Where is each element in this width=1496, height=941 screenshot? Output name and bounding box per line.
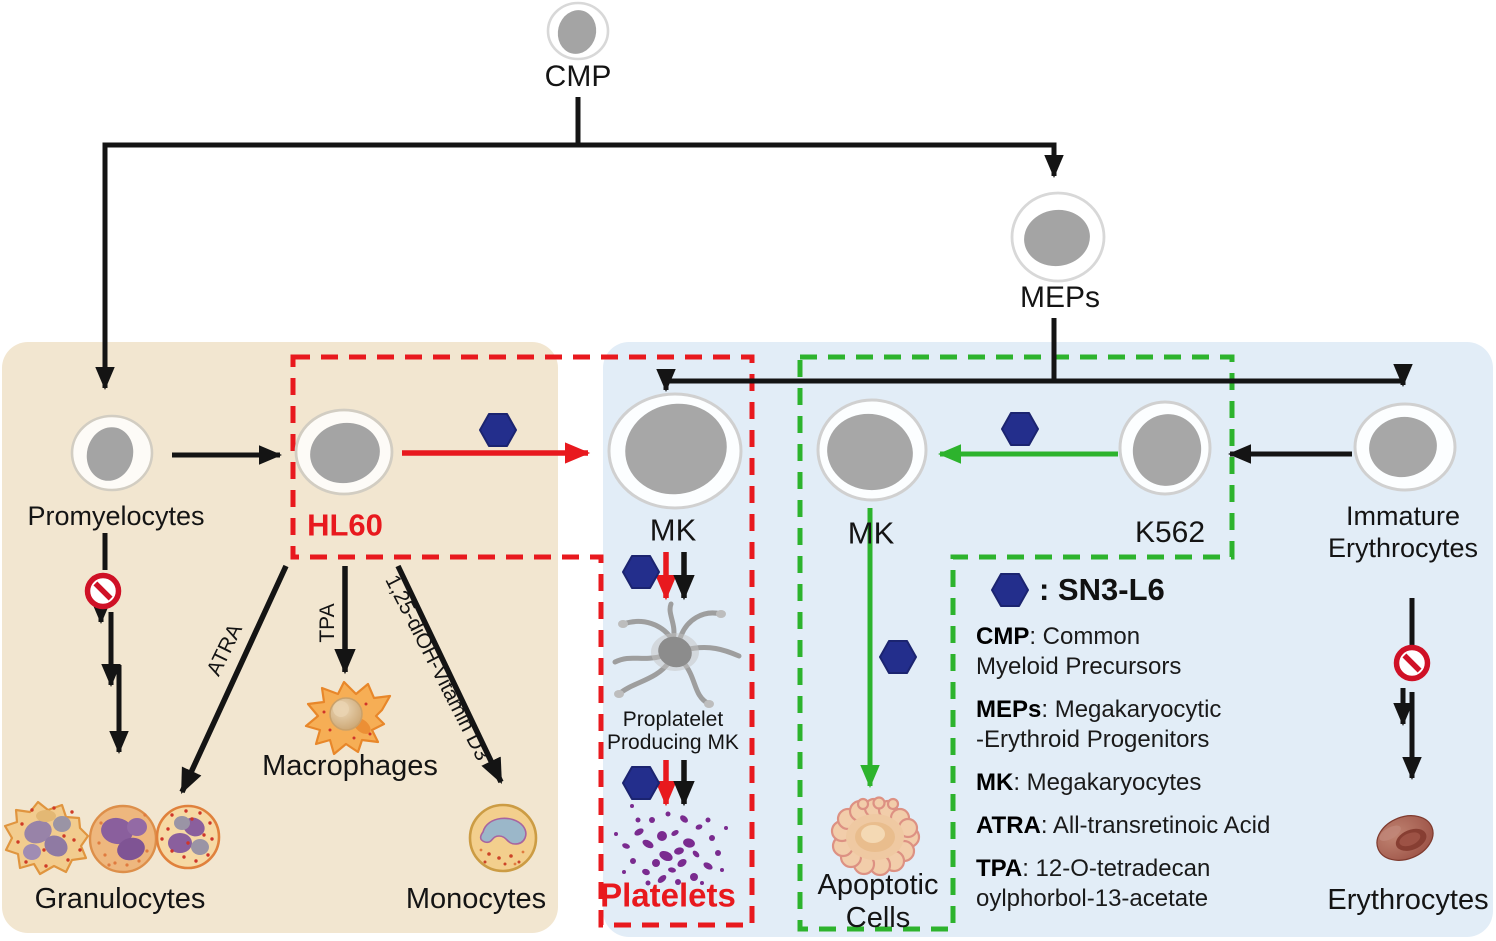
mk-cell-right (816, 398, 928, 502)
blocked-icon (84, 572, 122, 610)
meps-cell (1010, 191, 1106, 283)
macrophages-label: Macrophages (262, 749, 438, 782)
erythrocyte-maturation-cascade (1393, 598, 1422, 781)
erythrocyte-illustration (1376, 815, 1434, 861)
apoptotic-cell-illustration (830, 796, 921, 877)
proplatelet-mk-illustration (612, 601, 742, 708)
k562-label: K562 (1134, 516, 1206, 550)
monocytes-label: Monocytes (405, 882, 547, 915)
legend-sn3-l6-label: : SN3-L6 (1039, 572, 1165, 607)
granulocytes-illustration (3, 800, 221, 876)
legend-sn3-l6-row: : SN3-L6 (990, 572, 1306, 608)
legend-entry-atra: ATRA: All-transretinoic Acid (976, 812, 1271, 839)
k562-cell (1118, 400, 1212, 496)
cmp-label: CMP (544, 60, 612, 94)
promyelocyte-granulocyte-cascade (91, 533, 129, 755)
immature-erythrocytes-label: Immature Erythrocytes (1327, 501, 1479, 563)
apoptotic-cells-label: Apoptotic Cells (817, 869, 939, 934)
arrow-atra-to-granulocytes (179, 564, 289, 794)
mk-left-label: MK (649, 512, 697, 548)
macrophage-illustration (304, 680, 392, 756)
k562-mk-apoptosis-dashed-box (797, 354, 1235, 932)
tpa-treatment-label: TPA (316, 603, 340, 643)
sn3-l6-hexagon-icon (479, 412, 1039, 800)
promyelocytes-label: Promyelocytes (27, 500, 205, 531)
hl60-differentiation-arrows (179, 564, 504, 794)
platelets-label: Platelets (600, 876, 736, 914)
monocyte-illustration (468, 803, 538, 873)
mk-right-label: MK (847, 515, 895, 551)
immature-erythrocytes-cell (1353, 402, 1457, 492)
platelets-illustration (614, 804, 728, 886)
cmp-cell (546, 1, 610, 61)
arrow-vitd3-to-monocytes (395, 564, 504, 784)
granulocytes-label: Granulocytes (34, 882, 206, 915)
hl60-platelet-pathway-dashed-box (290, 354, 755, 928)
legend-entry-cmp: CMP: Common Myeloid Precursors (976, 623, 1182, 680)
hl60-cell (294, 408, 394, 496)
meps-label: MEPs (1019, 281, 1101, 315)
hl60-label: HL60 (307, 507, 383, 543)
arrows-proplatelet-to-platelets (655, 760, 695, 807)
legend: : SN3-L6 CMP: Common Myeloid Precursors … (976, 572, 1306, 927)
legend-entry-meps: MEPs: Megakaryocytic -Erythroid Progenit… (976, 696, 1222, 753)
mk-cell-left (607, 392, 743, 510)
legend-entry-tpa: TPA: 12-O-tetradecan oylphorbol-13-aceta… (976, 855, 1211, 912)
legend-entry-mk: MK: Megakaryocytes (976, 769, 1202, 796)
blocked-icon (1393, 644, 1431, 682)
sn3-l6-hexagon-icon (991, 573, 1029, 607)
erythrocytes-label: Erythrocytes (1327, 883, 1489, 916)
arrows-mk-to-proplatelet (655, 552, 695, 601)
promyelocytes-cell (70, 414, 154, 492)
lineage-tree-lines (95, 97, 1413, 465)
proplatelet-mk-label: Proplatelet Producing MK (607, 708, 739, 754)
